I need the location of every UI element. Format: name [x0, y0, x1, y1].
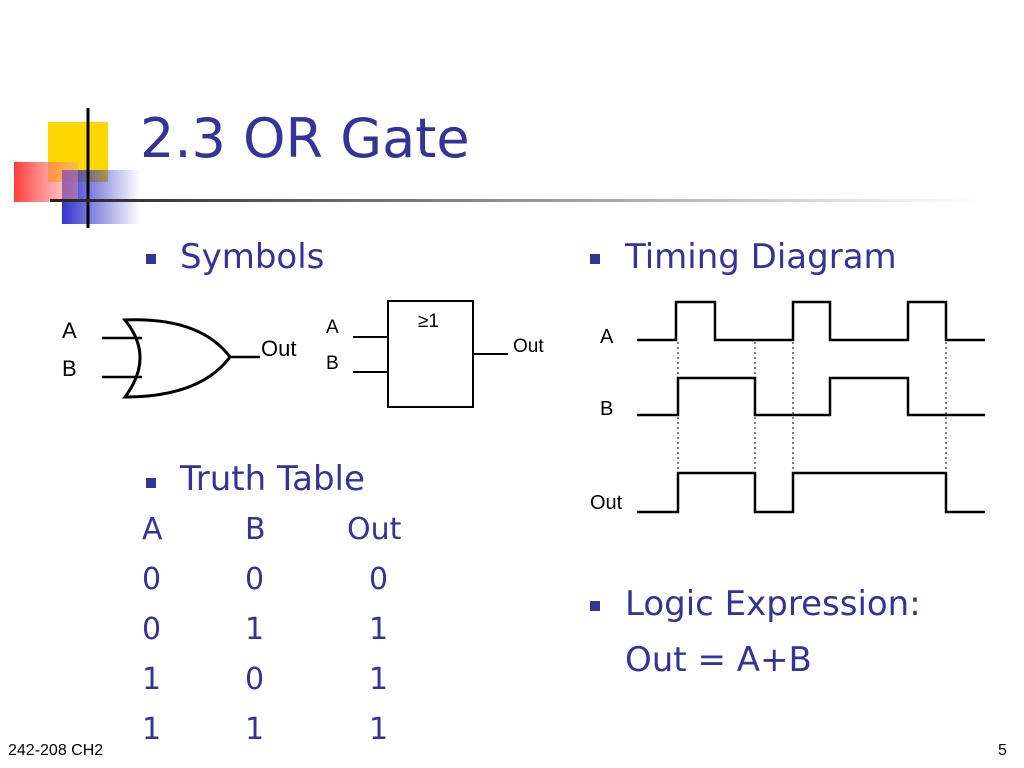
title-underline [50, 199, 980, 202]
logic-expression: Out = A+B [625, 640, 812, 680]
timing-label-a: A [600, 326, 614, 348]
or-gate-output-label: Out [261, 336, 296, 361]
timing-label-out: Out [590, 492, 623, 514]
table-cell: 0 [142, 612, 162, 647]
page-number: 5 [998, 742, 1007, 759]
table-row: 1 1 1 [140, 715, 440, 765]
deco-red-square [14, 162, 78, 202]
table-cell: 1 [142, 712, 162, 747]
bullet-logic-expression [590, 601, 600, 611]
table-cell: 0 [142, 562, 162, 597]
table-cell: 1 [245, 712, 265, 747]
table-row: 0 1 1 [140, 615, 440, 665]
truth-table-header-out: Out [347, 512, 402, 547]
iec-output-label: Out [513, 336, 544, 357]
waveform-a [637, 300, 985, 342]
timing-diagram: A B Out [590, 300, 985, 514]
iec-input-a-label: A [326, 317, 339, 338]
table-cell: 1 [142, 662, 162, 697]
table-row: 1 0 1 [140, 665, 440, 715]
or-gate-input-a-label: A [62, 318, 77, 343]
table-cell: 0 [245, 662, 265, 697]
iec-input-b-label: B [326, 353, 339, 374]
heading-symbols: Symbols [180, 237, 325, 277]
table-cell: 1 [369, 612, 389, 647]
heading-truth-table: Truth Table [180, 459, 365, 499]
or-gate-symbol: A B Out [62, 318, 296, 399]
truth-table-header-b: B [245, 512, 266, 547]
truth-table-header: A B Out [140, 515, 440, 565]
waveform-out [637, 471, 985, 514]
iec-symbol-label: ≥1 [418, 311, 439, 332]
table-cell: 1 [245, 612, 265, 647]
bullet-timing-diagram [590, 254, 600, 264]
heading-logic-expression: Logic Expression: [625, 584, 921, 624]
timing-guide-lines [677, 342, 947, 475]
footer-course: 242-208 CH2 [8, 742, 104, 759]
table-cell: 0 [369, 562, 389, 597]
table-cell: 1 [369, 712, 389, 747]
table-cell: 0 [245, 562, 265, 597]
or-gate-input-b-label: B [62, 356, 77, 381]
title-decoration [14, 108, 140, 228]
table-row: 0 0 0 [140, 565, 440, 615]
truth-table-header-a: A [142, 512, 163, 547]
bullet-truth-table [146, 478, 156, 488]
heading-timing-diagram: Timing Diagram [625, 237, 897, 277]
bullet-symbols [146, 254, 156, 264]
timing-label-b: B [600, 398, 613, 420]
iec-or-symbol: A B ≥1 Out [326, 300, 544, 408]
truth-table: A B Out 0 0 0 0 1 1 1 0 1 1 1 1 [140, 515, 440, 765]
waveform-b [637, 376, 985, 417]
page-title: 2.3 OR Gate [140, 107, 470, 170]
or-gate-body [121, 318, 232, 399]
table-cell: 1 [369, 662, 389, 697]
